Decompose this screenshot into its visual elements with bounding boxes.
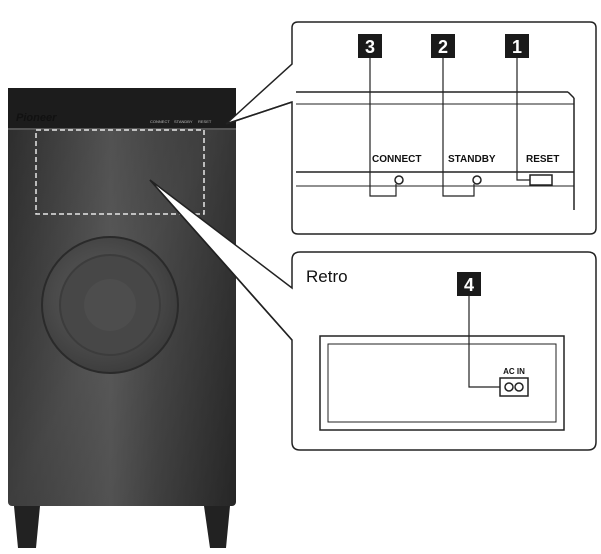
speaker-foot-left [14, 506, 40, 548]
panel-edge-corner [567, 91, 575, 99]
label-connect: CONNECT [372, 154, 421, 165]
label-ac-in: AC IN [503, 367, 525, 376]
standby-indicator-led [472, 175, 482, 185]
badge-4 [457, 272, 481, 296]
ac-in-pin-left [504, 382, 514, 392]
callout-top: CONNECT STANDBY RESET 3 2 1 [225, 21, 597, 235]
badge-1 [505, 34, 529, 58]
badge-1-number: 1 [512, 37, 522, 57]
label-standby: STANDBY [448, 154, 496, 165]
callout-top-pointer-line [225, 101, 293, 125]
callout-bottom: Retro AC IN 4 [149, 179, 597, 451]
leader-line-4 [468, 296, 500, 388]
speaker-top-edge [8, 128, 236, 130]
badge-4-number: 4 [464, 275, 474, 295]
badge-2 [431, 34, 455, 58]
callout-bottom-title: Retro [306, 267, 348, 286]
speaker-brand-logo: Pioneer [16, 112, 57, 124]
ac-in-pin-right [514, 382, 524, 392]
badge-3-number: 3 [365, 37, 375, 57]
reset-button-shape [529, 174, 553, 186]
leader-line-3 [369, 56, 397, 197]
highlight-region-dashed [35, 129, 205, 215]
badge-2-number: 2 [438, 37, 448, 57]
badge-3 [358, 34, 382, 58]
leader-line-2 [442, 56, 475, 197]
speaker-top-label-reset: RESET [198, 119, 212, 124]
callout-top-frame [225, 21, 597, 235]
speaker-foot-right [204, 506, 230, 548]
callout-bottom-pointer-line [149, 179, 293, 341]
speaker-top-panel [8, 88, 236, 128]
label-reset: RESET [526, 154, 559, 165]
speaker-top-label-standby: STANDBY [174, 119, 193, 124]
connect-indicator-led [394, 175, 404, 185]
leader-line-1 [516, 56, 530, 181]
subwoofer-speaker: Pioneer CONNECT STANDBY RESET [8, 88, 236, 548]
woofer-dust-cap [84, 279, 136, 331]
speaker-top-label-connect: CONNECT [150, 119, 170, 124]
ac-in-socket [499, 377, 529, 397]
